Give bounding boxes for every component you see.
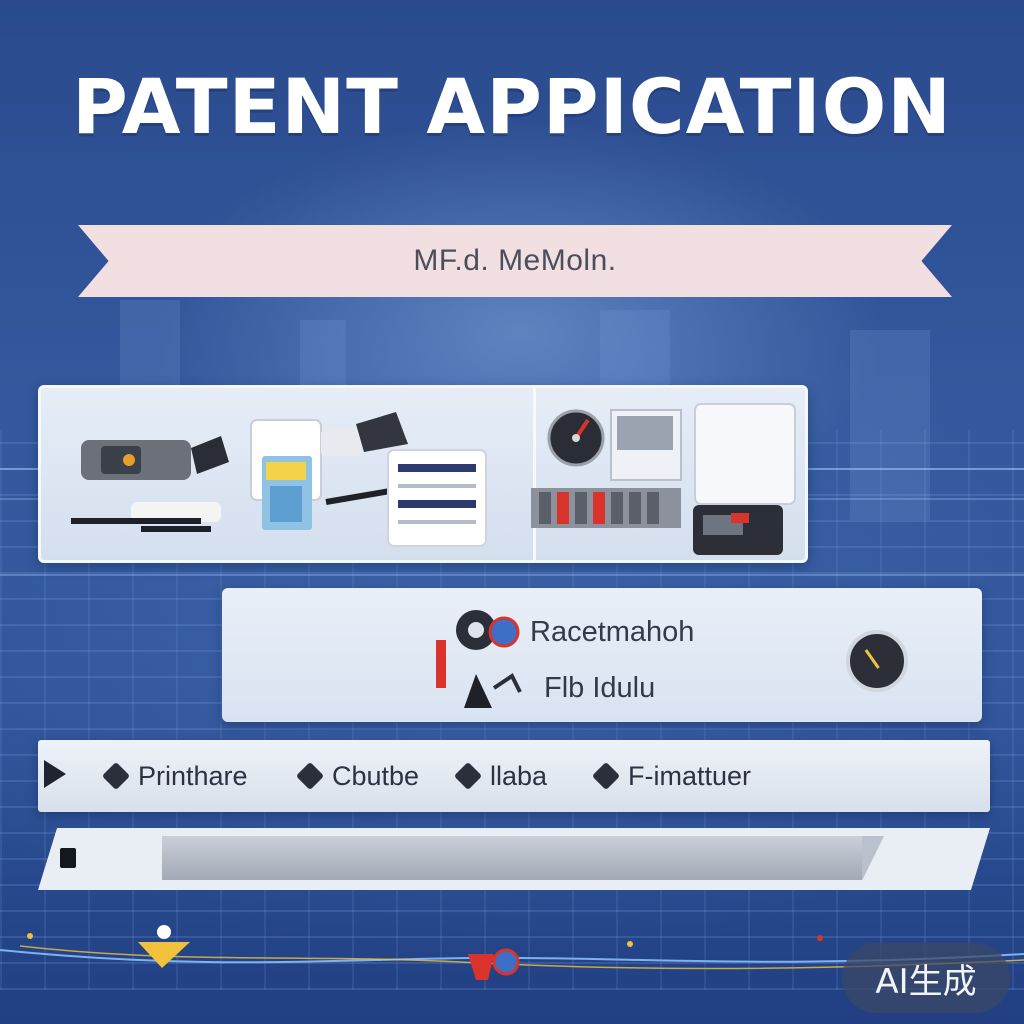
play-arrow-icon[interactable]: [44, 760, 66, 788]
info-title: Racetmahoh: [530, 616, 695, 648]
badge-text: AI生成: [875, 961, 977, 1002]
diamond-icon: [101, 761, 131, 791]
progress-handle[interactable]: [60, 848, 76, 868]
panel-divider: [533, 388, 536, 560]
ribbon-text: MF.d. MeMoln.: [413, 244, 617, 277]
ai-generated-badge: AI生成: [842, 943, 1010, 1013]
arrow-icon: [464, 673, 522, 708]
subtitle-ribbon: MF.d. MeMoln.: [78, 225, 952, 297]
tab-label: Printhare: [138, 760, 248, 791]
diamond-icon: [453, 761, 483, 791]
tab-cbutbe[interactable]: Cbutbe: [295, 740, 420, 812]
gauge-icon: [846, 630, 908, 692]
timeline-marker-yellow: [138, 925, 190, 968]
control-box-icon: [693, 505, 783, 555]
tab-llaba[interactable]: llaba: [453, 740, 548, 812]
gauge-needle: [864, 649, 880, 669]
info-panel: Racetmahoh Flb Idulu: [222, 588, 982, 722]
white-device-icon: [694, 403, 796, 505]
diamond-icon: [295, 761, 325, 791]
device-image-panel: [38, 385, 808, 563]
power-drill-icon: [71, 436, 229, 532]
gear-globe-icon: [456, 610, 520, 650]
tab-label: llaba: [490, 760, 548, 791]
tab-f-imattuer[interactable]: F-imattuer: [591, 740, 752, 812]
tab-label: Cbutbe: [332, 760, 420, 791]
progress-fill: [162, 836, 862, 880]
document-printer-icon: [387, 449, 487, 547]
pressure-gauge-icon: [547, 409, 605, 467]
tab-printhare[interactable]: Printhare: [101, 740, 248, 812]
info-subtitle: Flb Idulu: [544, 672, 656, 704]
diamond-icon: [591, 761, 621, 791]
timeline-marker-red: [468, 948, 520, 980]
timeline: [0, 925, 1024, 980]
tab-bar: [38, 740, 990, 812]
tab-label: F-imattuer: [628, 760, 752, 791]
handheld-scanner-icon: [250, 412, 408, 530]
pen-icon: [436, 640, 446, 688]
background-building: [850, 330, 930, 520]
page-title: PATENT APPICATION: [72, 62, 952, 151]
background-line: [0, 574, 1024, 576]
rack-equipment-icon: [531, 409, 682, 528]
